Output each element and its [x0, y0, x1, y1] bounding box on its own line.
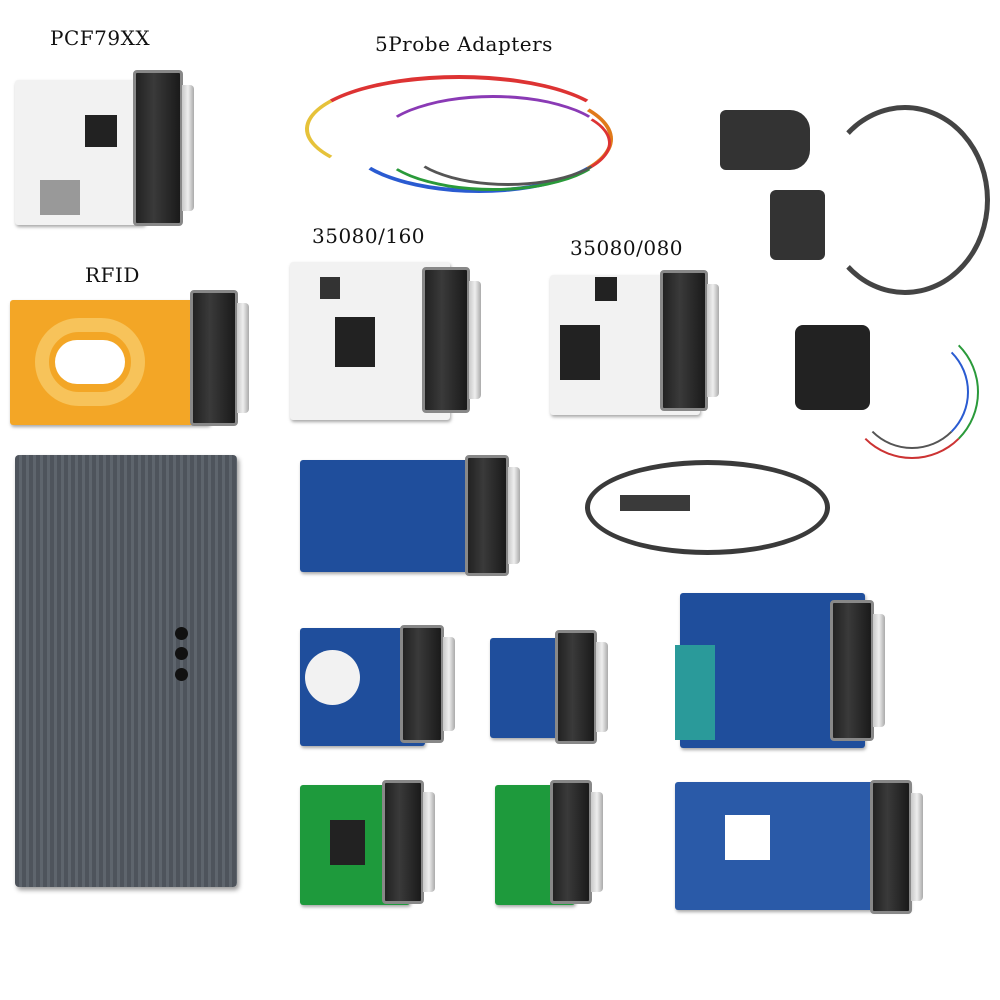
label-pcf79xx: PCF79XX: [50, 26, 151, 50]
label-rfid: RFID: [85, 263, 140, 287]
label-35080-080: 35080/080: [570, 236, 684, 260]
rfid-adapter-image: [10, 290, 250, 428]
eeprom-35080-080-adapter-image: [550, 265, 740, 417]
blue-adapter-small-1-image: [300, 620, 460, 748]
blue-rfid-antenna-board-image: [675, 780, 925, 914]
blue-adapter-small-2-image: [490, 630, 608, 744]
usb-cable-image: [580, 455, 830, 555]
eeprom-35080-160-adapter-image: [290, 262, 485, 422]
blue-adapter-large-image: [675, 590, 885, 750]
obd-cable-image: [720, 95, 990, 295]
green-adapter-1-image: [300, 780, 440, 908]
green-adapter-2-image: [495, 780, 607, 908]
probe-adapter-cables-image: [285, 65, 630, 195]
aluminum-enclosure-image: [15, 455, 237, 887]
label-5probe-adapters: 5Probe Adapters: [375, 32, 553, 56]
db25-wire-cable-image: [785, 305, 985, 465]
blue-adapter-board-image: [300, 455, 528, 577]
pcf79xx-adapter-image: [15, 70, 194, 230]
label-35080-160: 35080/160: [312, 224, 426, 248]
